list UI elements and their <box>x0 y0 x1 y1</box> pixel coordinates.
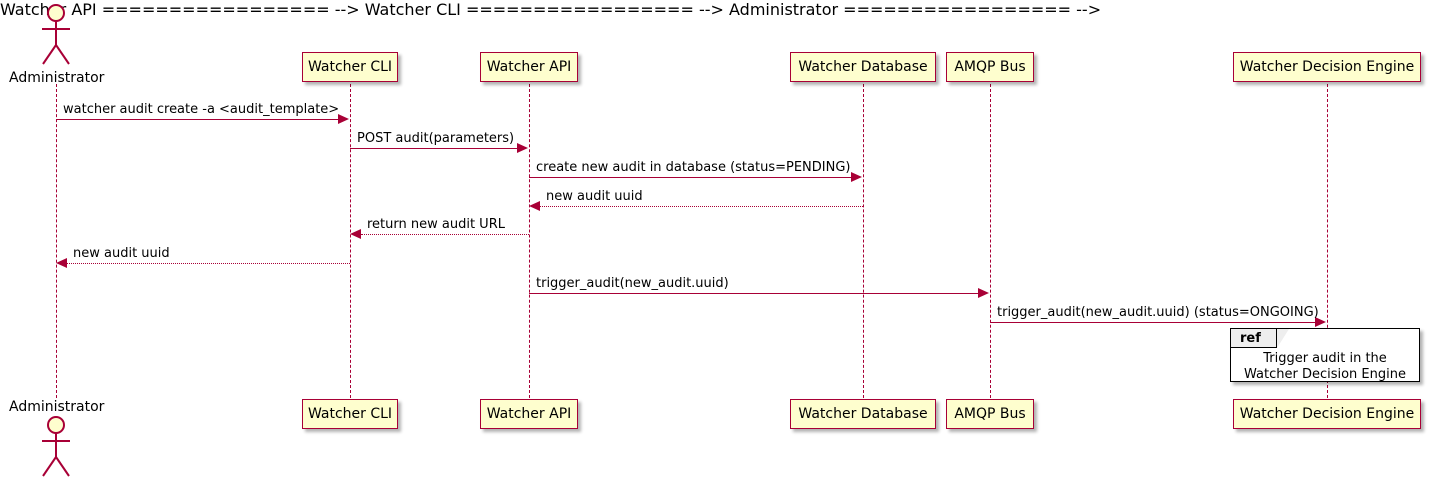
message-label-m7: trigger_audit(new_audit.uuid) <box>536 276 729 291</box>
message-label-m4: new audit uuid <box>546 189 643 204</box>
message-line-m6 <box>67 263 350 264</box>
ref-fragment-tab-label: ref <box>1240 330 1261 346</box>
ref-fragment-box: ref Trigger audit in the Watcher Decisio… <box>1230 328 1420 382</box>
message-arrowhead-m8 <box>1315 317 1326 327</box>
message-label-m2: POST audit(parameters) <box>357 131 515 146</box>
message-label-m3: create new audit in database (status=PEN… <box>536 160 851 175</box>
participant-box-amqp-bus-bottom[interactable]: AMQP Bus <box>946 399 1034 429</box>
message-label-m8: trigger_audit(new_audit.uuid) (status=ON… <box>997 305 1319 320</box>
message-label-m5: return new audit URL <box>367 217 505 232</box>
lifeline-watcher-api <box>529 84 530 398</box>
participant-label-watcher-database-bottom: Watcher Database <box>798 406 928 422</box>
participant-label-watcher-api-top: Watcher API <box>486 59 572 75</box>
participant-box-amqp-bus-top[interactable]: AMQP Bus <box>946 52 1034 82</box>
actor-label-administrator-bottom: Administrator <box>9 399 105 415</box>
message-line-m8 <box>990 322 1316 323</box>
message-line-m4 <box>540 206 863 207</box>
participant-label-watcher-cli-top: Watcher CLI <box>307 59 393 75</box>
participant-label-amqp-bus-bottom: AMQP Bus <box>954 406 1026 422</box>
actor-icon <box>42 4 70 65</box>
actor-label-administrator-top: Administrator <box>9 70 105 86</box>
participant-label-watcher-decision-engine-bottom: Watcher Decision Engine <box>1239 406 1415 422</box>
actor-administrator-bottom <box>31 414 81 482</box>
message-arrowhead-m6 <box>56 258 67 268</box>
lifeline-administrator <box>56 84 57 398</box>
message-line-m1 <box>56 119 339 120</box>
lifeline-amqp-bus <box>990 84 991 398</box>
participant-label-watcher-cli-bottom: Watcher CLI <box>307 406 393 422</box>
participant-box-watcher-database-top[interactable]: Watcher Database <box>790 52 936 82</box>
participant-label-watcher-database-top: Watcher Database <box>798 59 928 75</box>
ref-fragment-line-1: Trigger audit in the <box>1263 351 1387 366</box>
message-arrowhead-m7 <box>978 288 989 298</box>
actor-icon <box>42 416 70 477</box>
participant-box-watcher-cli-bottom[interactable]: Watcher CLI <box>302 399 398 429</box>
participant-box-watcher-database-bottom[interactable]: Watcher Database <box>790 399 936 429</box>
participant-box-watcher-decision-engine-top[interactable]: Watcher Decision Engine <box>1233 52 1421 82</box>
ref-fragment-tab-corner <box>1277 329 1289 348</box>
message-arrowhead-m4 <box>529 201 540 211</box>
participant-label-watcher-api-bottom: Watcher API <box>486 406 572 422</box>
message-arrowhead-m3 <box>851 172 862 182</box>
participant-label-amqp-bus-top: AMQP Bus <box>954 59 1026 75</box>
message-arrowhead-m5 <box>350 229 361 239</box>
lifeline-watcher-decision-engine <box>1327 84 1328 398</box>
ref-fragment-tab: ref <box>1231 329 1277 348</box>
ref-fragment-line-2: Watcher Decision Engine <box>1244 367 1406 382</box>
message-line-m2 <box>350 148 518 149</box>
message-line-m5 <box>361 234 529 235</box>
message-arrowhead-m1 <box>338 114 349 124</box>
participant-label-watcher-decision-engine-top: Watcher Decision Engine <box>1239 59 1415 75</box>
lifeline-watcher-cli <box>350 84 351 398</box>
participant-box-watcher-api-top[interactable]: Watcher API <box>480 52 578 82</box>
participant-box-watcher-api-bottom[interactable]: Watcher API <box>480 399 578 429</box>
lifeline-watcher-database <box>863 84 864 398</box>
message-label-m6: new audit uuid <box>73 246 170 261</box>
ref-fragment-body: Trigger audit in the Watcher Decision En… <box>1231 351 1419 383</box>
message-label-m1: watcher audit create -a <audit_template> <box>63 102 340 117</box>
message-line-m7 <box>529 293 979 294</box>
participant-box-watcher-cli-top[interactable]: Watcher CLI <box>302 52 398 82</box>
message-arrowhead-m2 <box>517 143 528 153</box>
participant-box-watcher-decision-engine-bottom[interactable]: Watcher Decision Engine <box>1233 399 1421 429</box>
message-line-m3 <box>529 177 852 178</box>
actor-administrator-top <box>31 2 81 70</box>
